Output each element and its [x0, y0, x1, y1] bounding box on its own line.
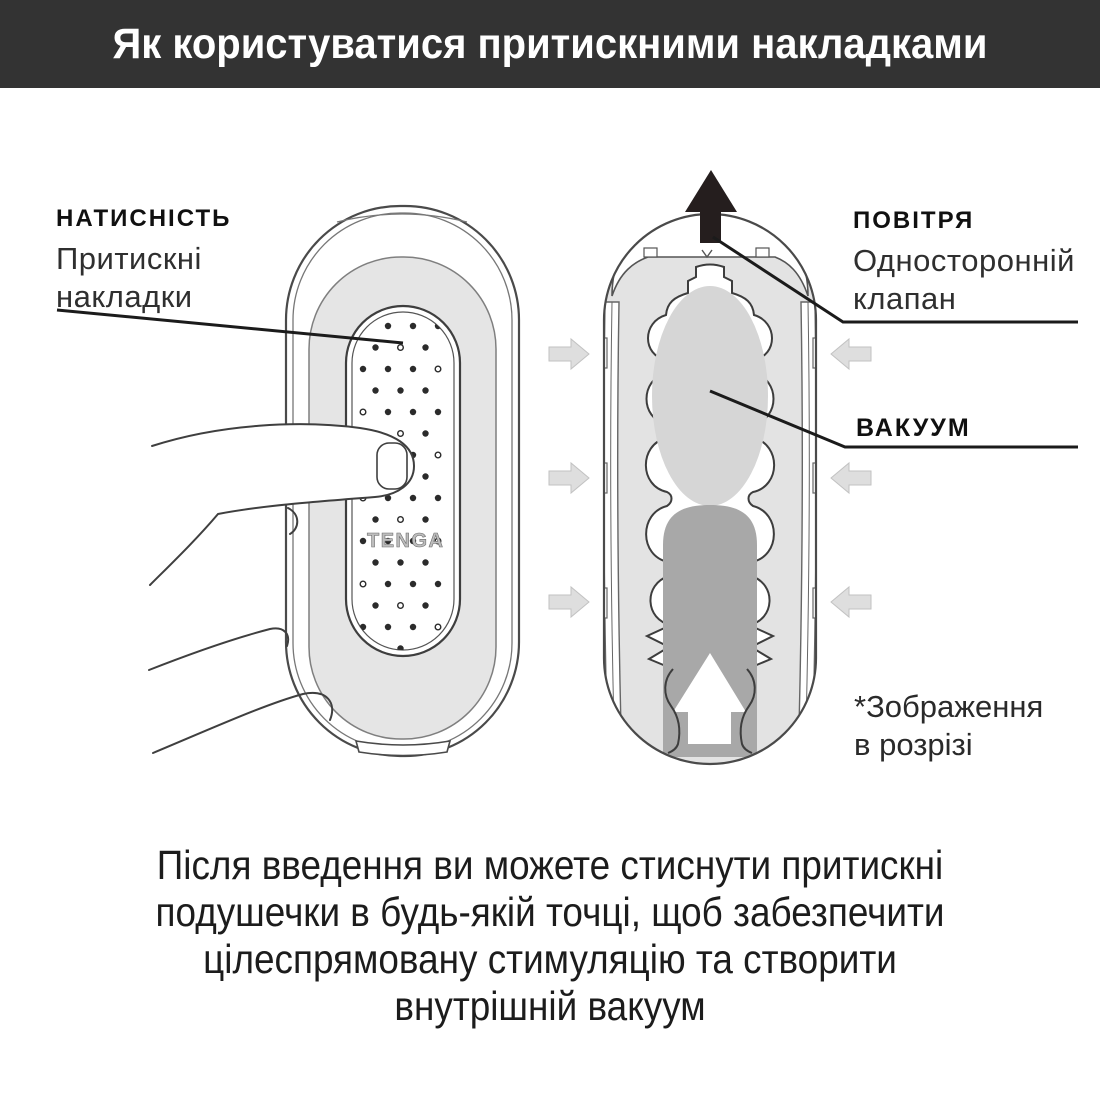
air-pointer-line	[712, 235, 1078, 324]
cross-section-note: *Зображення в розрізі	[854, 688, 1043, 764]
air-flow-up-arrow-icon	[673, 653, 746, 744]
air-subtitle-line1: Односторонній	[853, 243, 1075, 278]
title-banner: Як користуватися притискними накладками	[0, 0, 1100, 88]
device-logo: TENGA	[367, 530, 445, 552]
caption-line: внутрішній вакуум	[394, 983, 706, 1029]
squeeze-arrows	[548, 337, 872, 619]
vacuum-chamber	[652, 286, 768, 506]
vacuum-callout: ВАКУУМ	[856, 414, 971, 450]
air-title: ПОВІТРЯ	[853, 207, 975, 234]
note-line1: *Зображення	[854, 689, 1044, 724]
squeeze-arrow-left-icon	[830, 461, 872, 495]
squeeze-arrow-right-icon	[548, 337, 590, 371]
pressure-subtitle-line2: накладки	[56, 279, 193, 314]
hand-icon	[148, 423, 416, 754]
pressure-callout: НАТИСНІСТЬ Притискні накладки	[56, 205, 231, 316]
pressure-title: НАТИСНІСТЬ	[56, 205, 232, 232]
squeeze-arrow-left-icon	[830, 585, 872, 619]
caption-line: Після введення ви можете стиснути притис…	[156, 842, 944, 888]
device-cross-section-illustration	[602, 170, 818, 766]
air-subtitle-line2: клапан	[853, 281, 957, 316]
squeeze-arrow-left-icon	[830, 337, 872, 371]
pressure-subtitle-line1: Притискні	[56, 241, 202, 276]
air-out-arrow-icon	[685, 170, 737, 243]
squeeze-arrow-right-icon	[548, 585, 590, 619]
squeeze-arrow-right-icon	[548, 461, 590, 495]
caption-paragraph: Після введення ви можете стиснути притис…	[55, 842, 1045, 1030]
vacuum-pointer-line	[709, 389, 1078, 449]
pressure-pointer-line	[56, 308, 404, 345]
device-base-foot	[354, 740, 452, 757]
vacuum-title: ВАКУУМ	[856, 414, 971, 442]
diagram-artwork: TENGA	[56, 170, 1078, 766]
diagram-area: TENGA	[0, 88, 1100, 845]
air-callout: ПОВІТРЯ Односторонній клапан	[853, 207, 1075, 318]
pointer-lines	[56, 235, 1078, 449]
note-line2: в розрізі	[854, 727, 973, 762]
page-title: Як користуватися притискними накладками	[112, 20, 988, 68]
fingernail	[376, 442, 408, 490]
device-exterior-illustration: TENGA	[284, 204, 521, 758]
caption-line: подушечки в будь-якій точці, щоб забезпе…	[155, 889, 945, 935]
caption-line: цілеспрямовану стимуляцію та створити	[203, 936, 897, 982]
